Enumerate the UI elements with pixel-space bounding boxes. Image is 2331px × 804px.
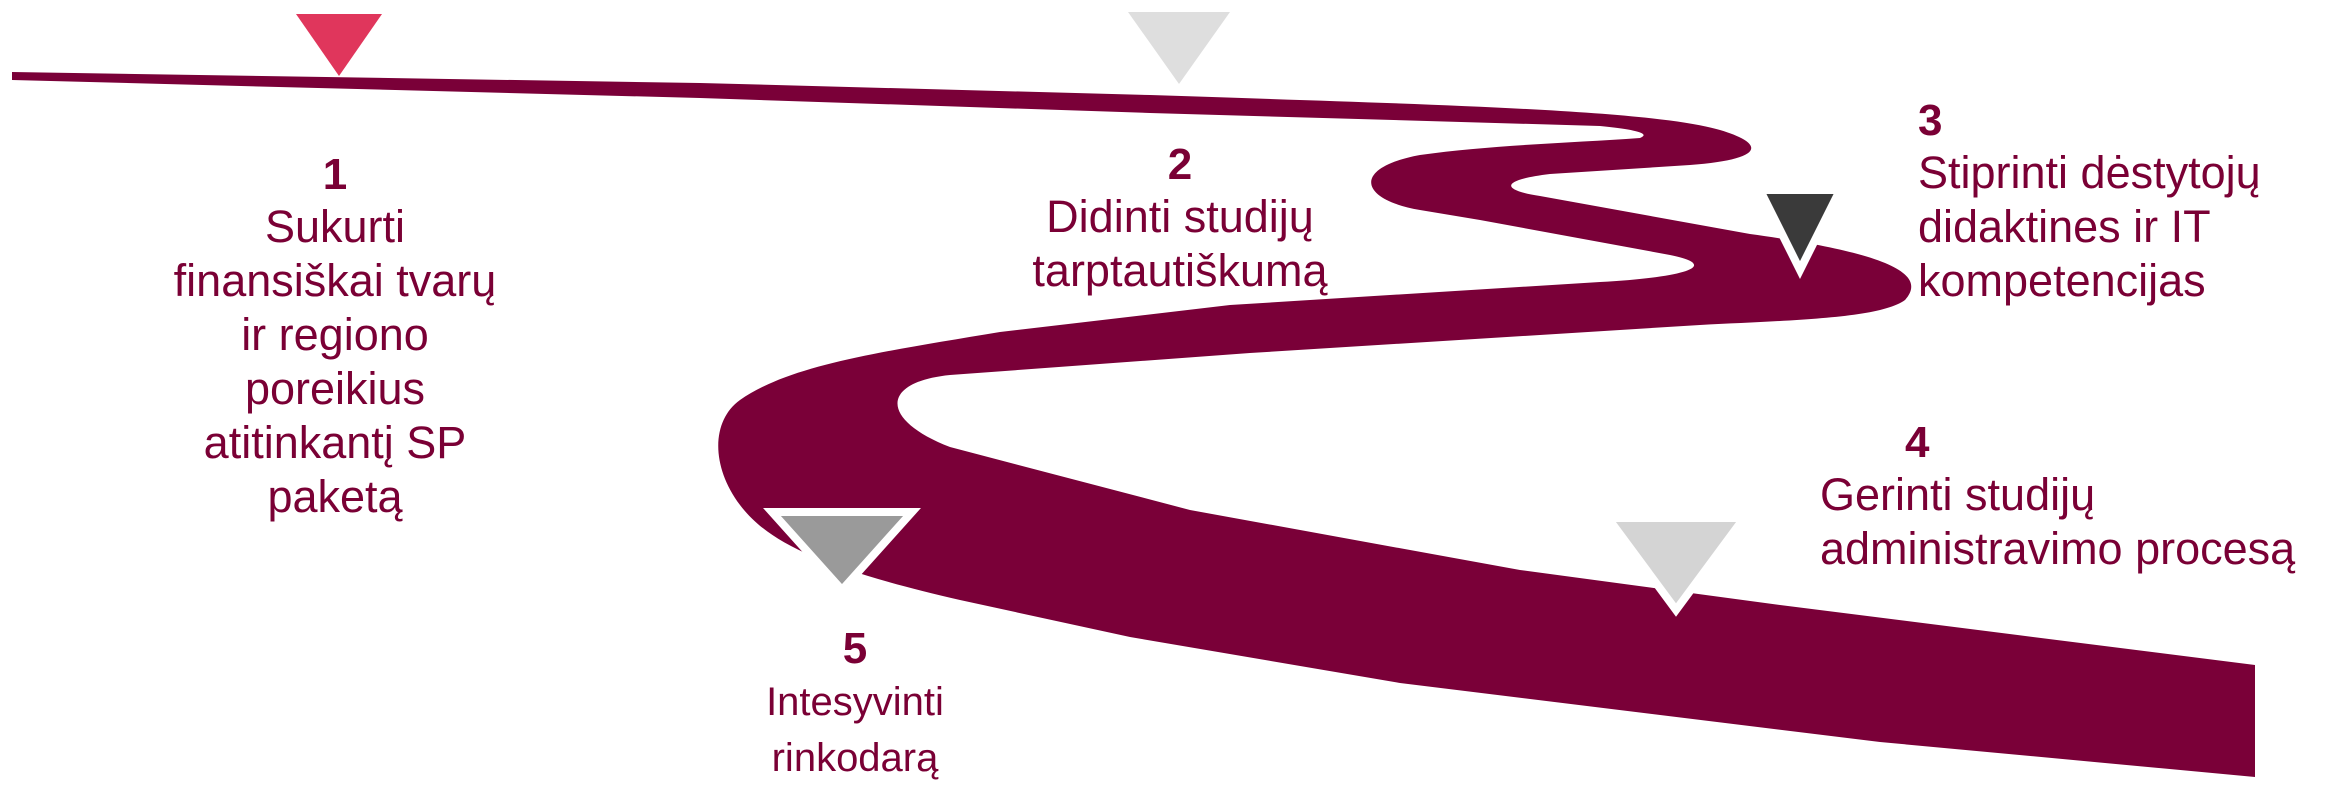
step-number: 4	[1905, 418, 1930, 467]
step-4: 4 Gerinti studijų administravimo procesą	[1820, 418, 2330, 576]
step-number: 1	[322, 150, 348, 199]
step-number: 3	[1918, 96, 1943, 145]
step-label: Intesyvinti rinkodarą	[766, 680, 944, 780]
step-5: 5 Intesyvinti rinkodarą	[720, 624, 990, 786]
step-label: Sukurti finansiškai tvarų ir regiono por…	[173, 201, 497, 522]
marker-step-3-shape	[1753, 186, 1847, 279]
step-number: 5	[842, 624, 868, 673]
marker-step-4	[1600, 514, 1752, 617]
step-label: Gerinti studijų administravimo procesą	[1820, 469, 2296, 574]
marker-step-1	[296, 14, 382, 76]
marker-step-2	[1128, 12, 1230, 84]
road-path	[12, 72, 2255, 777]
step-label: Didinti studijų tarptautiškumą	[1032, 191, 1328, 296]
step-number: 2	[1167, 140, 1193, 189]
step-1: 1 Sukurti finansiškai tvarų ir regiono p…	[140, 150, 530, 524]
step-label: Stiprinti dėstytojų didaktines ir IT kom…	[1918, 147, 2261, 306]
step-2: 2 Didinti studijų tarptautiškumą	[990, 140, 1370, 298]
marker-step-5	[763, 508, 921, 596]
step-3: 3 Stiprinti dėstytojų didaktines ir IT k…	[1918, 96, 2318, 308]
